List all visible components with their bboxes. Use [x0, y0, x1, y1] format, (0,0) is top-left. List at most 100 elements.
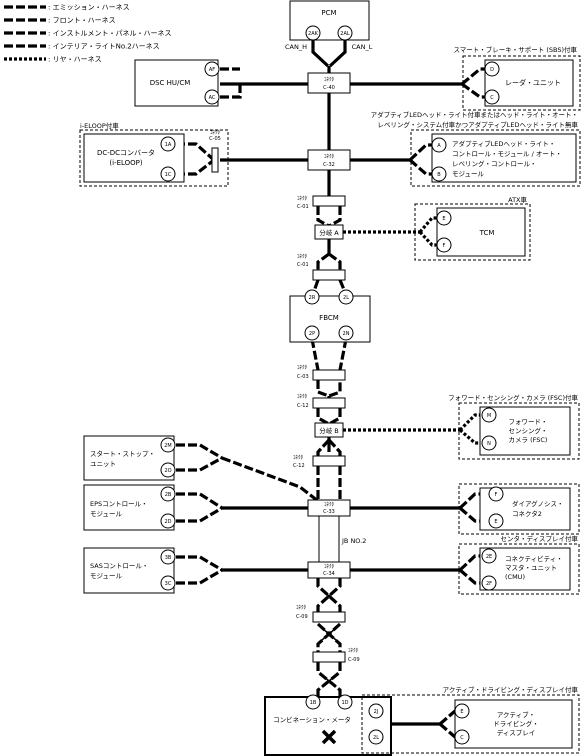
dcdc-line2: (i-ELOOP): [109, 159, 143, 167]
meter-pin-2j: [368, 703, 384, 719]
tcm-pin-f-label: F: [443, 243, 446, 249]
meter-pin-2j-label: 2J: [374, 709, 379, 715]
c09a-small: ｺﾈｸﾀ: [296, 605, 307, 611]
add-module: アクティブ・ドライビング・ディスプレイ付車 アクティブ・ ドライビング・ ディス…: [361, 685, 580, 754]
twist-x-icon-2: [321, 627, 337, 641]
diag-pin-f-label: F: [495, 492, 498, 498]
fbcm-pin-2r-label: 2R: [309, 295, 316, 301]
splice-b-label: 分岐 B: [319, 426, 339, 435]
pcm-pin-2ak: [305, 25, 321, 41]
pcm-pin-2al-label: 2AL: [340, 31, 350, 37]
c03-label: C-03: [297, 374, 309, 380]
fsc-module: フォワード・センシング・カメラ (FSC)付車 フォワード・ センシング・ カメ…: [448, 393, 580, 460]
meter-pin-1d: [337, 694, 353, 710]
diag-line1: ダイアグノシス・: [512, 499, 564, 508]
c32-label: C-32: [323, 162, 335, 168]
c09a-label: C-09: [296, 614, 308, 620]
connector-c03: ｺﾈｸﾀ C-03: [297, 365, 346, 381]
pcm-pin-2ak-label: 2AK: [308, 31, 319, 37]
connector-c12-upper: ｺﾈｸﾀ C-12: [297, 394, 346, 409]
connector-c01-lower: ｺﾈｸﾀ C-01: [297, 254, 346, 281]
fsc-line3: カメラ (FSC): [509, 436, 548, 444]
add-pin-e-label: E: [460, 709, 463, 715]
c34-label: C-34: [323, 571, 335, 577]
can-h-label: CAN_H: [285, 43, 307, 51]
dsc-pin-af: [204, 61, 220, 77]
diag-line2: コネクタ2: [512, 509, 542, 518]
twist-x-icon-3: [321, 674, 337, 688]
c12b-label: C-12: [293, 463, 305, 469]
eps-pin-2d-label: 2D: [164, 519, 171, 525]
adaptive-pin-b-label: B: [437, 172, 441, 178]
tcm-condition: ATX車: [508, 195, 527, 204]
c32-small: ｺﾈｸﾀ: [324, 154, 335, 160]
add-line2: ドライビング・: [493, 719, 539, 728]
adaptive-cond1: アダプティブLEDヘッド・ライト付車またはヘッド・ライト・オート・: [371, 110, 578, 119]
fbcm-pin-2l: [338, 289, 354, 305]
sas-pin-3b: [160, 549, 176, 565]
fbcm-pin-2n-label: 2N: [343, 331, 350, 337]
tcm-module: ATX車 TCM E F: [414, 195, 531, 261]
start-stop-module: スタート・ストップ・ ユニット 2M 2O: [83, 435, 176, 481]
tcm-pin-e-label: E: [442, 216, 445, 222]
pcm-pin-2al: [337, 25, 353, 41]
connector-c09-lower: ｺﾈｸﾀ C-09: [312, 648, 360, 663]
c01b-label: C-01: [297, 262, 309, 268]
x-mark-icon: [321, 729, 337, 745]
cmu-module: センタ・ディスプレイ付車 コネクティビティ・ マスタ・ユニット (CMU) 2E…: [458, 534, 580, 595]
c05-small: ｺﾈｸﾀ: [210, 130, 221, 136]
connector-c01-upper: ｺﾈｸﾀ C-01: [297, 195, 346, 210]
sss-pin-2o-label: 2O: [164, 468, 171, 474]
connector-c34: ｺﾈｸﾀ C-34: [307, 561, 351, 579]
eps-module: EPSコントロール・ モジュール 2B 2D: [83, 484, 176, 531]
fbcm-pin-2r: [304, 289, 320, 305]
meter-pin-1d-label: 1D: [341, 700, 348, 706]
c03-small: ｺﾈｸﾀ: [297, 365, 308, 371]
jb-label: JB NO.2: [341, 537, 366, 545]
eps-line2: モジュール: [90, 510, 123, 518]
fsc-pin-n-label: N: [487, 441, 491, 447]
diag-pin-e: [488, 513, 504, 529]
meter-module: コンビネーション・メータ 1B 1D 2J 2L: [264, 694, 392, 756]
adaptive-pin-a: [431, 137, 447, 153]
adaptive-line2: コントロール・モジュール / オート・: [452, 150, 562, 158]
eps-pin-2b-label: 2B: [165, 492, 172, 498]
sbs-module: スマート・ブレーキ・サポート (SBS)付車 レーダ・ユニット D C: [453, 45, 581, 111]
pcm-name: PCM: [321, 9, 336, 17]
adaptive-pin-b: [431, 166, 447, 182]
add-condition: アクティブ・ドライビング・ディスプレイ付車: [443, 685, 579, 694]
splice-a-label: 分岐 A: [319, 228, 339, 237]
eps-pin-2b: [160, 486, 176, 502]
legend-label-emission: : エミッション・ハーネス: [48, 4, 130, 12]
add-pin-c-label: C: [460, 735, 464, 741]
sbs-pin-c: [484, 89, 500, 105]
add-pin-e: [454, 703, 470, 719]
sas-module: SASコントロール・ モジュール 3B 3C: [83, 547, 176, 594]
sas-pin-3c-label: 3C: [165, 581, 172, 587]
sbs-pin-c-label: C: [490, 95, 494, 101]
cmu-line1: コネクティビティ・: [505, 554, 563, 563]
c33-label: C-33: [323, 509, 335, 515]
meter-pin-2l-label: 2L: [373, 735, 379, 741]
fbcm-name: FBCM: [319, 314, 339, 322]
dcdc-pin-1c-label: 1C: [165, 172, 172, 178]
adaptive-line3: レベリング・コントロール・: [452, 159, 537, 168]
c40-label: C-40: [323, 85, 335, 91]
adaptive-cond2: レベリング・システム付車かつアダプティブLEDヘッド・ライト無車: [377, 120, 578, 129]
fsc-pin-n: [481, 435, 497, 451]
c09b-label: C-09: [348, 657, 360, 663]
legend-label-front: : フロント・ハーネス: [48, 17, 116, 25]
sss-line2: ユニット: [90, 460, 116, 468]
dcdc-pin-1a-label: 1A: [165, 142, 172, 148]
adaptive-line1: アダプティブLEDヘッド・ライト・: [452, 139, 555, 148]
sss-pin-2o: [160, 462, 176, 478]
fbcm-pin-2n: [338, 325, 354, 341]
fbcm-pin-2p: [304, 325, 320, 341]
c01a-small: ｺﾈｸﾀ: [297, 196, 308, 202]
meter-pin-1b-label: 1B: [310, 700, 317, 706]
connector-c09-upper: ｺﾈｸﾀ C-09: [296, 605, 346, 623]
adaptive-module: アダプティブLEDヘッド・ライト付車またはヘッド・ライト・オート・ レベリング・…: [371, 110, 581, 187]
c05-connector: [211, 147, 219, 173]
dsc-pin-ac: [204, 89, 220, 105]
add-line1: アクティブ・: [497, 710, 535, 719]
